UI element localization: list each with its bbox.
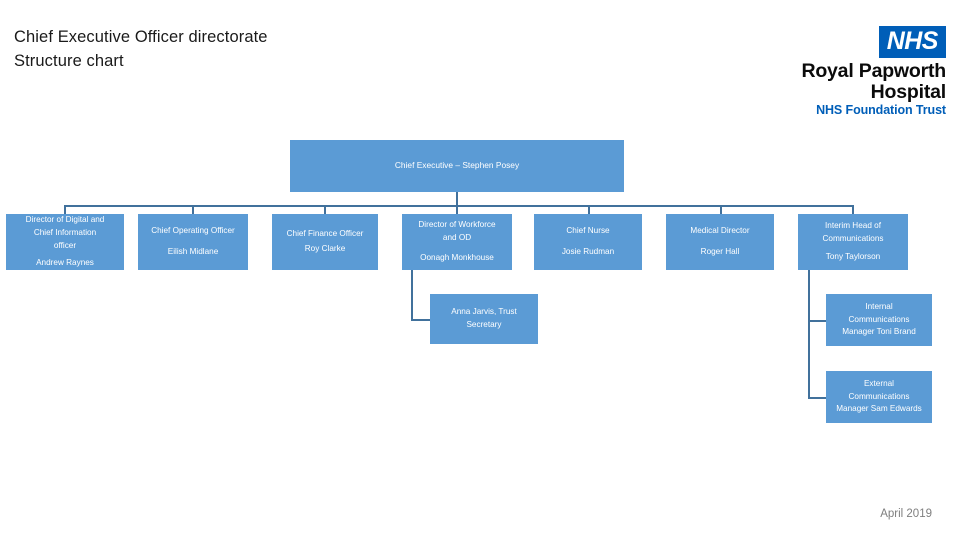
org-node-director-of-digital[interactable]: Director of Digital and Chief Informatio…	[6, 214, 124, 270]
footer-date: April 2019	[880, 508, 932, 520]
org-node-chief-nurse[interactable]: Chief Nurse Josie Rudman	[534, 214, 642, 270]
org-node-title: Chief Executive – Stephen Posey	[394, 160, 520, 171]
org-node-line-1: External	[863, 378, 895, 388]
org-node-person-name: Josie Rudman	[561, 247, 615, 256]
connector-internal-comms-branch	[808, 320, 827, 322]
nhs-logo-badge: NHS	[878, 26, 946, 58]
org-node-title-line-1: Medical Director	[690, 226, 750, 236]
org-node-person-name: Tony Taylorson	[825, 252, 881, 262]
org-node-chief-executive[interactable]: Chief Executive – Stephen Posey	[290, 140, 624, 192]
org-node-line-3: Manager Toni Brand	[842, 327, 916, 337]
org-node-chief-finance-officer[interactable]: Chief Finance Officer Roy Clarke	[272, 214, 378, 270]
org-node-internal-communications-manager[interactable]: Internal Communications Manager Toni Bra…	[826, 294, 932, 346]
org-node-title-line-1: Director of Workforce	[418, 220, 496, 230]
org-node-director-of-workforce[interactable]: Director of Workforce and OD Oonagh Monk…	[402, 214, 512, 270]
org-node-title-line-3: officer	[53, 240, 77, 250]
org-node-title-line-1: Chief Finance Officer	[286, 229, 364, 239]
org-node-line-1: Internal	[865, 301, 893, 311]
page-title-line-2: Structure chart	[14, 51, 124, 70]
trust-subtitle-text: NHS Foundation Trust	[816, 103, 946, 117]
connector-drop-cfo	[324, 205, 326, 215]
org-node-person-name: Roy Clarke	[304, 244, 346, 253]
connector-drop-digital	[64, 205, 66, 215]
trust-name-text: Royal Papworth Hospital	[801, 60, 946, 103]
org-node-chief-operating-officer[interactable]: Chief Operating Officer Eilish Midlane	[138, 214, 248, 270]
org-node-external-communications-manager[interactable]: External Communications Manager Sam Edwa…	[826, 371, 932, 423]
org-node-person-name: Eilish Midlane	[167, 247, 219, 256]
connector-drop-workforce	[456, 205, 458, 215]
org-node-title-line-1: Chief Nurse	[566, 226, 610, 236]
org-node-trust-secretary[interactable]: Anna Jarvis, Trust Secretary	[430, 294, 538, 344]
connector-drop-nurse	[588, 205, 590, 215]
org-node-person-name: Andrew Raynes	[36, 258, 94, 268]
connector-drop-communications	[852, 205, 854, 215]
connector-external-comms-branch	[808, 397, 827, 399]
page-title: Chief Executive Officer directorate Stru…	[14, 26, 434, 74]
org-node-title-line-1: Interim Head of	[825, 220, 881, 230]
org-node-line-2: Communications	[848, 314, 910, 324]
org-node-medical-director[interactable]: Medical Director Roger Hall	[666, 214, 774, 270]
org-node-title-line-1: Chief Operating Officer	[151, 226, 235, 236]
org-node-title-line-2: Chief Information	[33, 227, 97, 237]
org-node-title-line-2: and OD	[442, 233, 472, 243]
connector-ceo-stem	[456, 192, 458, 206]
connector-drop-medical	[720, 205, 722, 215]
connector-drop-coo	[192, 205, 194, 215]
org-node-line-2: Secretary	[466, 320, 502, 329]
org-node-person-name: Roger Hall	[700, 247, 740, 256]
connector-secretary-vertical	[411, 270, 413, 320]
org-node-line-2: Communications	[848, 391, 910, 401]
org-node-person-name: Oonagh Monkhouse	[420, 252, 494, 262]
connector-secretary-horizontal	[411, 319, 431, 321]
org-node-interim-head-of-communications[interactable]: Interim Head of Communications Tony Tayl…	[798, 214, 908, 270]
org-node-line-1: Anna Jarvis, Trust	[451, 307, 517, 317]
page-title-line-1: Chief Executive Officer directorate	[14, 28, 268, 46]
connector-comms-trunk	[808, 270, 810, 398]
nhs-trust-logo: NHS Royal Papworth Hospital NHS Foundati…	[728, 26, 946, 117]
org-node-line-3: Manager Sam Edwards	[836, 404, 922, 414]
org-node-title-line-1: Director of Digital and	[25, 215, 105, 225]
org-node-title-line-2: Communications	[822, 233, 884, 243]
connector-director-bus	[64, 205, 854, 207]
